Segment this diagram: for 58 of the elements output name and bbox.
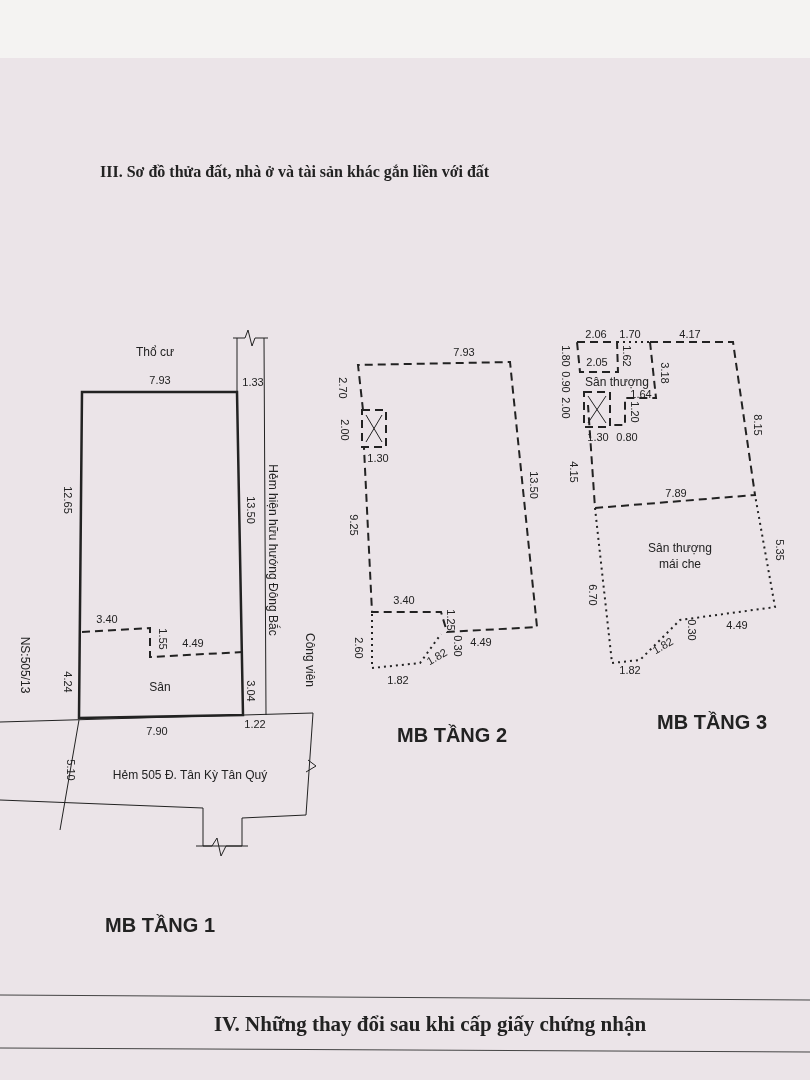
street-label: Hẻm hiện hữu hướng Đông Bắc (267, 464, 279, 636)
area-label: Thổ cư (136, 346, 174, 358)
dimension-label: 0.80 (616, 431, 638, 443)
dimension-label: 2.06 (585, 328, 607, 340)
dimension-label: 7.93 (149, 374, 171, 386)
dimension-label: 1.82 (619, 664, 641, 676)
dimension-label: 13.50 (244, 496, 256, 524)
dimension-label: 5.10 (64, 759, 76, 781)
dimension-label: 1.22 (244, 718, 266, 730)
dimension-label: 4.24 (61, 671, 73, 693)
dimension-label: 1.82 (387, 674, 409, 686)
dimension-label: 3.40 (96, 613, 118, 625)
plan-title: MB TẦNG 3 (657, 712, 767, 732)
dimension-label: 3.18 (658, 362, 670, 384)
dimension-label: 1.82 (650, 635, 676, 657)
dimension-label: 8.15 (751, 414, 763, 436)
dimension-label: 1.33 (242, 376, 264, 388)
plan-title: MB TẦNG 1 (105, 915, 215, 935)
section-heading: IV. Những thay đổi sau khi cấp giấy chứng nhận (213, 1013, 647, 1035)
dimension-label: 2.05 (586, 356, 608, 368)
area-label: Sân thượng (585, 376, 649, 388)
dimension-label: 2.60 (352, 637, 364, 659)
dimension-label: 4.15 (567, 461, 579, 483)
dimension-label: 2.00 (559, 397, 571, 419)
dimension-label: 1.20 (628, 401, 640, 423)
dimension-label: 13.50 (527, 471, 539, 499)
dimension-label: 3.40 (393, 594, 415, 606)
dimension-label: 5.35 (773, 539, 785, 561)
dimension-label: 0.90 (559, 371, 571, 393)
dimension-label: 4.49 (726, 619, 748, 631)
dimension-label: 1.30 (367, 452, 389, 464)
section-heading: III. Sơ đồ thửa đất, nhà ở và tài sản khác gắn liền với đất (100, 164, 490, 180)
dimension-label: 12.65 (61, 486, 73, 514)
dimension-label: 3.04 (244, 680, 256, 702)
dimension-label: 4.17 (679, 328, 701, 340)
plan-title: MB TẦNG 2 (397, 725, 507, 745)
lot-number: NS:505/13 (19, 636, 31, 694)
dimension-label: 1.70 (619, 328, 641, 340)
dimension-label: 0.30 (685, 619, 697, 641)
dimension-label: 2.00 (338, 419, 350, 441)
dimension-label: 7.89 (665, 487, 687, 499)
area-label: Sân (149, 681, 171, 693)
area-label: Công viên (304, 633, 316, 687)
dimension-label: 0.30 (451, 635, 463, 657)
dimension-label: 1.25 (444, 609, 456, 631)
dimension-label: 2.70 (336, 377, 348, 399)
dimension-label: 1.55 (156, 628, 168, 650)
dimension-label: 7.93 (453, 346, 475, 358)
area-label: Sân thượng mái che (647, 541, 713, 573)
dimension-label: 4.49 (470, 636, 492, 648)
dimension-label: 1.62 (620, 345, 632, 367)
dimension-label: 6.70 (586, 584, 598, 606)
street-label: Hẻm 505 Đ. Tân Kỳ Tân Quý (112, 769, 268, 781)
dimension-label: 1.82 (424, 646, 450, 668)
dimension-label: 9.25 (347, 514, 359, 536)
dimension-label: 7.90 (146, 725, 168, 737)
dimension-label: 4.49 (182, 637, 204, 649)
dimension-label: 1.80 (559, 345, 571, 367)
